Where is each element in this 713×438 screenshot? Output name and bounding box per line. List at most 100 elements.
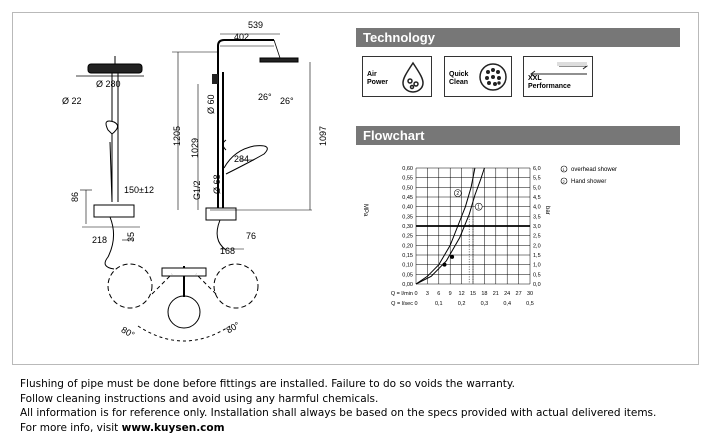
x-tick-lmin: 6 [437,291,440,297]
y-tick-mpa: 0,45 [402,195,413,201]
y-tick-mpa: 0,00 [402,282,413,288]
shower-head-front-view [76,56,144,270]
legend-item-overhead: overhead shower [571,167,617,173]
y-tick-mpa: 0,25 [402,234,413,240]
water-drop-icon [402,61,424,93]
dim-1097: 1097 [318,126,328,146]
feature-air-power: Air Power [362,56,432,97]
footer-notes: Flushing of pipe must be done before fit… [20,377,656,435]
x-axis-label-lmin: Q = l/min [391,291,413,297]
y-tick-bar: 5,0 [533,185,541,191]
dim-diameter-22: Ø 22 [62,96,82,106]
dim-86: 86 [70,192,80,202]
feature-quick-clean-label-2: Clean [449,79,469,86]
dim-angle-26b: 26° [280,96,294,106]
technical-drawing: Ø 280 Ø 22 86 150±12 35 218 539 402 Ø 60… [62,20,328,342]
y-tick-bar: 0,0 [533,282,541,288]
flowchart-header: Flowchart [356,126,680,145]
x-tick-lmin: 18 [481,291,487,297]
y-tick-bar: 4,5 [533,195,541,201]
dim-diameter-280: Ø 280 [96,79,121,89]
feature-xxl-label-2: Performance [528,83,571,90]
x-tick-lsec: 0,5 [526,301,534,307]
dim-218: 218 [92,235,107,245]
series-line-1 [415,167,485,285]
y-tick-bar: 6,0 [533,166,541,172]
x-tick-lmin: 0 [414,291,417,297]
x-tick-lmin: 27 [516,291,522,297]
feature-quick-clean: Quick Clean [444,56,512,97]
y-tick-bar: 1,0 [533,263,541,269]
x-axis-label-lsec: Q = l/sec [391,301,413,307]
y-axis-unit-right: bar [544,206,550,215]
footer-line-4: For more info, visit www.kuysen.com [20,421,656,436]
footer-line-4-prefix: For more info, visit [20,421,122,434]
arrows-icon [530,62,588,78]
dim-1205: 1205 [172,126,182,146]
dim-angle-26a: 26° [258,92,272,102]
y-axis-unit-left: MPa [362,204,368,217]
legend-item-hand: Hand shower [571,179,606,185]
y-tick-bar: 4,0 [533,205,541,211]
shower-column-side-view [172,33,312,251]
dim-angle-80a: 80° [120,325,137,341]
technology-header: Technology [356,28,680,47]
feature-xxl-performance: XXL Performance [523,56,593,97]
curve-label-2-circle [454,189,462,197]
dim-35: 35 [126,232,136,242]
x-tick-lmin: 30 [527,291,533,297]
feature-quick-clean-label-1: Quick [449,71,469,78]
curve-label-1: 1 [477,205,480,211]
legend: 1 overhead shower 2 Hand shower [560,165,617,185]
x-tick-lsec: 0,3 [481,301,489,307]
y-tick-mpa: 0,60 [402,166,413,172]
y-tick-bar: 2,5 [533,234,541,240]
y-tick-bar: 1,5 [533,253,541,259]
shower-nozzle-icon [479,63,507,91]
curve-label-2: 2 [456,191,459,197]
spec-sheet-frame [12,12,699,365]
dim-1029: 1029 [190,138,200,158]
swivel-range-view [107,263,259,342]
x-tick-lsec: 0,2 [458,301,466,307]
feature-air-power-label-2: Power [367,79,389,86]
y-tick-mpa: 0,55 [402,176,413,182]
dim-diameter-68: Ø 68 [212,174,222,194]
dim-284: 284 [234,154,249,164]
feature-air-power-label-1: Air [367,71,377,78]
y-tick-mpa: 0,20 [402,243,413,249]
x-tick-lmin: 15 [470,291,476,297]
x-tick-lsec: 0,4 [503,301,511,307]
y-tick-bar: 5,5 [533,176,541,182]
x-tick-lmin: 9 [449,291,452,297]
x-tick-lsec: 0 [414,301,417,307]
y-tick-mpa: 0,10 [402,263,413,269]
x-tick-lmin: 24 [504,291,510,297]
y-tick-mpa: 0,40 [402,205,413,211]
legend-mark-2: 2 [563,179,566,184]
y-tick-mpa: 0,05 [402,272,413,278]
feature-xxl-label-1: XXL [528,75,542,82]
dim-539: 539 [248,20,263,30]
legend-mark-2-icon [560,177,568,185]
footer-line-2: Follow cleaning instructions and avoid u… [20,392,379,405]
curve-label-1-circle [474,202,483,211]
y-tick-mpa: 0,35 [402,214,413,220]
y-tick-bar: 0,5 [533,272,541,278]
x-tick-lmin: 3 [426,291,429,297]
legend-mark-1-icon [560,165,568,173]
website-link[interactable]: www.kuysen.com [121,421,225,434]
marked-point [442,262,447,267]
dim-76: 76 [246,231,256,241]
x-tick-lmin: 12 [459,291,465,297]
dim-angle-80b: 80° [225,320,242,336]
flowchart-plot: MPa bar 0,000,050,100,150,200,250,300,35… [362,165,617,307]
footer-line-1: Flushing of pipe must be done before fit… [20,378,515,390]
x-tick-lsec: 0,1 [435,301,443,307]
dim-402: 402 [234,32,249,42]
dim-diameter-60: Ø 60 [206,94,216,114]
y-tick-mpa: 0,15 [402,253,413,259]
y-tick-mpa: 0,50 [402,185,413,191]
dim-g12: G1/2 [192,180,202,200]
series-line-2 [415,167,476,285]
